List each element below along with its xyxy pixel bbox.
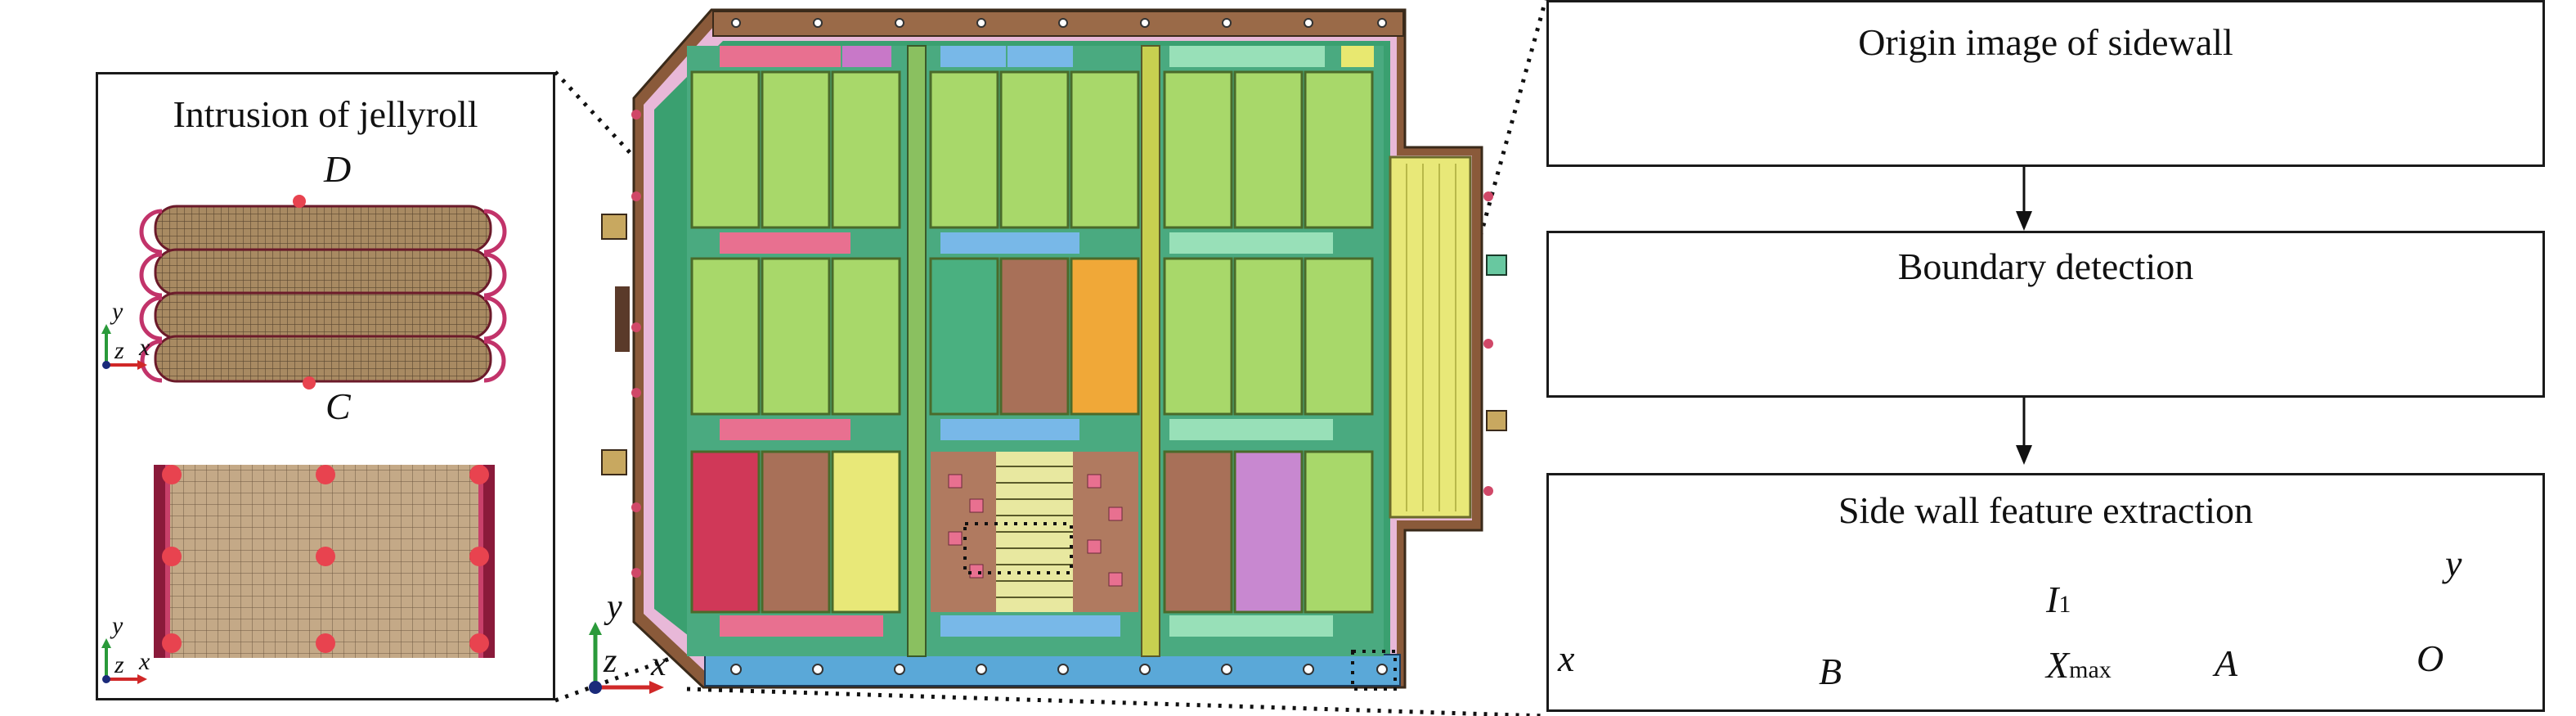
feature-xmax-sub: max [2069, 656, 2112, 683]
feature-intrusion-main: I [2046, 579, 2059, 620]
triad-bottom-y-label: y [112, 612, 123, 639]
triad-bottom [101, 638, 147, 684]
point-d-marker [293, 195, 306, 208]
feature-origin-label: O [2417, 637, 2444, 679]
triad-bottom-x-label: x [139, 648, 150, 675]
feature-panel: Side wall feature extraction [1546, 473, 2545, 712]
module-strips [720, 46, 1374, 637]
jellyroll-side-view [139, 205, 507, 383]
side-bolts [631, 110, 1493, 578]
triad-top-x-label: x [139, 334, 150, 361]
pack-axis-x-label: x [651, 646, 666, 683]
origin-panel-title: Origin image of sidewall [1858, 21, 2233, 63]
point-d-label: D [324, 148, 352, 190]
pack-triad [589, 622, 664, 694]
feature-xmax-main: X [2046, 644, 2070, 686]
pack-axis-y-label: y [607, 588, 622, 626]
point-c-marker [303, 376, 316, 390]
battery-cells [690, 70, 1374, 614]
feature-point-b-label: B [1819, 651, 1842, 692]
triad-top [101, 324, 147, 370]
feature-intrusion-label: I1 [2046, 578, 2071, 621]
point-c-label: C [325, 385, 351, 427]
triad-top-y-label: y [112, 298, 123, 325]
feature-xmax-label: Xmax [2046, 643, 2112, 687]
feature-panel-title: Side wall feature extraction [1838, 489, 2254, 531]
origin-panel: Origin image of sidewall [1546, 0, 2545, 167]
boundary-panel: Boundary detection [1546, 231, 2545, 398]
frame-bolts [730, 18, 1388, 675]
feature-intrusion-sub: 1 [2058, 591, 2071, 618]
side-pads [601, 214, 1507, 475]
triad-bottom-z-label: z [114, 651, 124, 678]
feature-axis-x-label: x [1558, 637, 1575, 679]
feature-axis-y-label: y [2445, 543, 2462, 584]
boundary-panel-title: Boundary detection [1897, 245, 2194, 287]
jellyroll-panel-title: Intrusion of jellyroll [173, 93, 478, 135]
flow-arrows [2016, 167, 2032, 465]
pack-axis-z-label: z [604, 642, 617, 680]
deformed-region [931, 452, 1138, 612]
feature-point-a-label: A [2215, 642, 2238, 684]
front-view-markers [162, 465, 489, 653]
triad-top-z-label: z [114, 337, 124, 364]
battery-pack [601, 8, 1507, 691]
